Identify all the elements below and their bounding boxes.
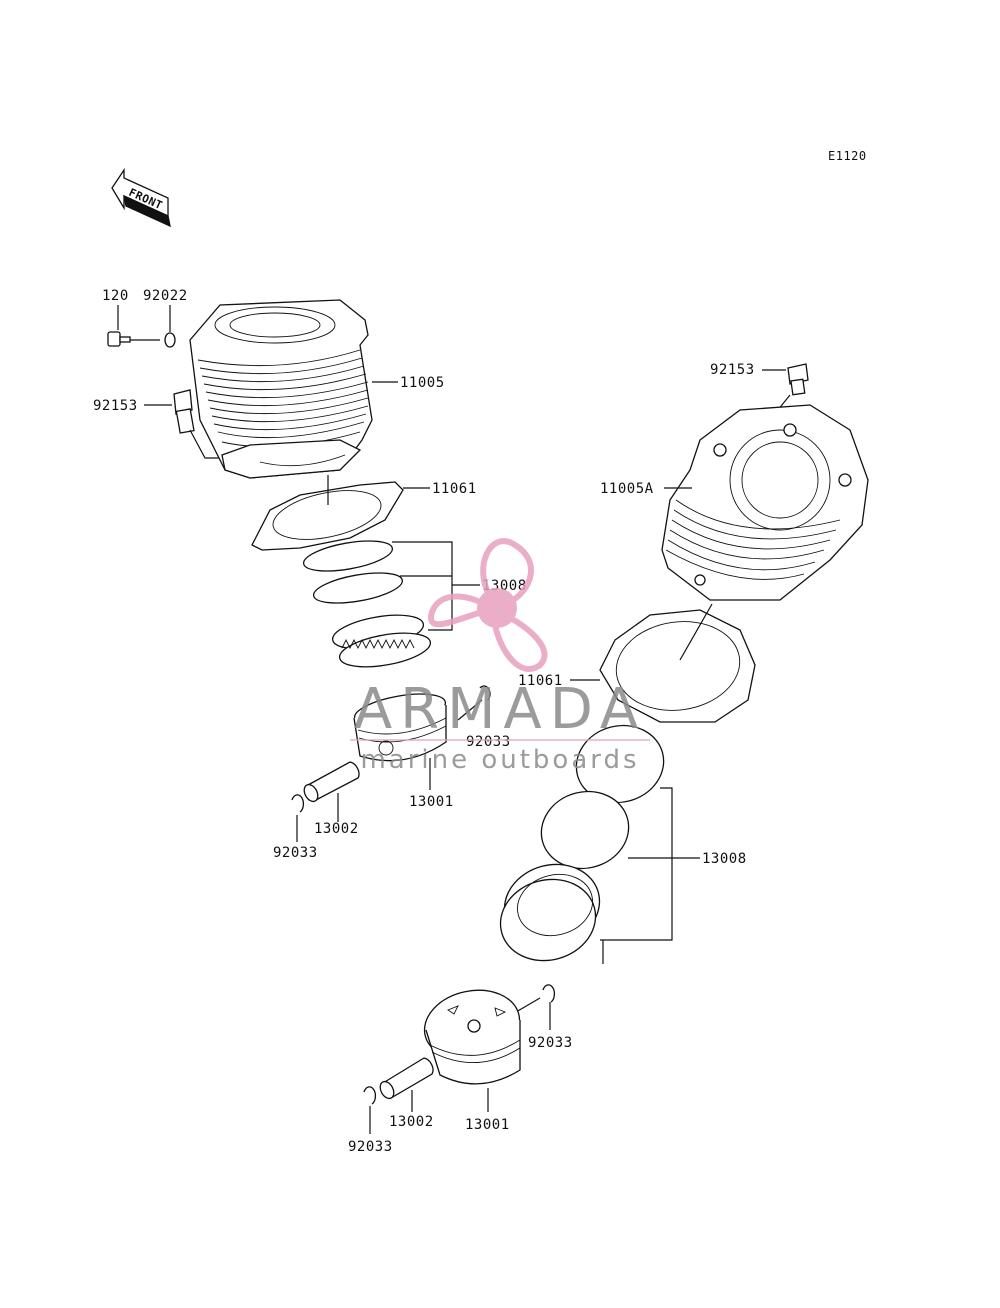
front-arrow-icon: FRONT xyxy=(111,167,171,228)
cylinder-11005A-icon xyxy=(661,404,869,601)
label-120: 120 xyxy=(102,288,129,304)
bolt-120-icon xyxy=(107,331,131,347)
label-92153-left: 92153 xyxy=(93,398,138,414)
oil-ring-right-icon xyxy=(499,863,601,962)
label-13001-right: 13001 xyxy=(465,1117,510,1133)
watermark-brand: ARMADA xyxy=(354,677,646,742)
piston-pin-13002-left-icon xyxy=(303,761,360,803)
watermark: ARMADA marine outboards xyxy=(350,538,650,775)
label-13002-left: 13002 xyxy=(314,821,359,837)
label-92033-left-upper: 92033 xyxy=(466,734,511,750)
label-13008-right: 13008 xyxy=(702,851,747,867)
circlip-92033-left-lower-icon xyxy=(291,794,305,813)
piston-ring-top-left-icon xyxy=(302,540,394,572)
label-11005: 11005 xyxy=(400,375,445,391)
label-11061-left: 11061 xyxy=(432,481,477,497)
label-11005A: 11005A xyxy=(600,481,654,497)
piston-13001-left-icon xyxy=(353,693,447,762)
diagram-code: E1120 xyxy=(828,149,867,163)
gasket-11061-left-icon xyxy=(251,481,404,551)
gasket-11061-right-icon xyxy=(599,609,756,723)
circlip-92033-right-upper-icon xyxy=(542,984,556,1003)
cylinder-11005-icon xyxy=(189,299,373,479)
circlip-92033-right-lower-icon xyxy=(363,1086,377,1105)
label-92033-left-lower: 92033 xyxy=(273,845,318,861)
label-92033-right-lower: 92033 xyxy=(348,1139,393,1155)
piston-13001-right-icon xyxy=(423,989,521,1085)
label-13001-left: 13001 xyxy=(409,794,454,810)
watermark-tagline: marine outboards xyxy=(360,745,639,775)
label-92033-right-upper: 92033 xyxy=(528,1035,573,1051)
washer-92022-icon xyxy=(164,332,176,348)
oil-ring-left-icon xyxy=(331,614,432,668)
stud-bolt-92153-icon xyxy=(173,389,195,434)
piston-pin-13002-right-icon xyxy=(379,1057,434,1100)
piston-ring-second-left-icon xyxy=(312,572,404,604)
label-92153-right: 92153 xyxy=(710,362,755,378)
propeller-logo-icon xyxy=(428,538,548,672)
label-92022: 92022 xyxy=(143,288,188,304)
stud-bolt-92153-right-icon xyxy=(787,363,809,396)
label-11061-right: 11061 xyxy=(518,673,563,689)
piston-ring-second-right-icon xyxy=(540,790,630,870)
piston-ring-top-right-icon xyxy=(575,724,665,804)
circlip-92033-left-upper-icon xyxy=(479,685,491,701)
label-13002-right: 13002 xyxy=(389,1114,434,1130)
